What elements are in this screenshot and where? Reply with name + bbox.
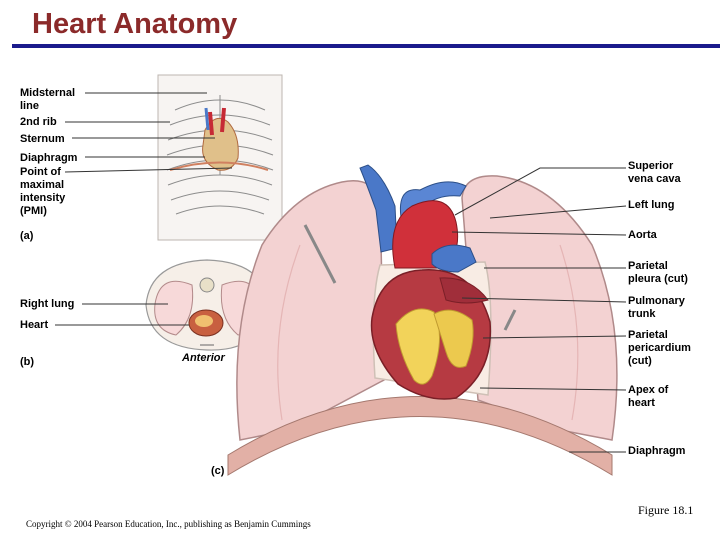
label-sternum: Sternum <box>20 133 65 145</box>
cross-section-panel <box>145 259 269 351</box>
title-divider <box>12 44 720 48</box>
figure-number: Figure 18.1 <box>638 503 694 517</box>
label-pulmonary-trunk: Pulmonary trunk <box>628 295 685 320</box>
main-heart-panel <box>227 164 618 476</box>
panel-label-c: (c) <box>211 465 225 477</box>
label-diaphragm-c: Diaphragm <box>628 445 686 457</box>
page-title: Heart Anatomy <box>32 8 238 40</box>
label-superior-vena-cava: Superior vena cava <box>628 160 681 185</box>
panel-label-b: (b) <box>20 356 35 368</box>
panel-label-a: (a) <box>20 230 34 242</box>
label-right-lung: Right lung <box>20 298 75 310</box>
label-anterior: Anterior <box>182 352 225 364</box>
copyright-notice: Copyright © 2004 Pearson Education, Inc.… <box>26 519 311 529</box>
label-aorta: Aorta <box>628 229 657 241</box>
label-2nd-rib: 2nd rib <box>20 116 57 128</box>
label-parietal-pericardium: Parietal pericardium (cut) <box>628 329 691 367</box>
label-pmi: Point of maximal intensity (PMI) <box>20 166 66 217</box>
label-apex-of-heart: Apex of heart <box>628 384 669 409</box>
heart-anatomy-illustration <box>55 74 627 476</box>
label-heart: Heart <box>20 319 49 331</box>
label-midsternal-line: Midsternal line <box>20 87 76 112</box>
label-parietal-pleura: Parietal pleura (cut) <box>628 260 688 285</box>
label-left-lung: Left lung <box>628 199 675 211</box>
label-diaphragm-a: Diaphragm <box>20 152 78 164</box>
